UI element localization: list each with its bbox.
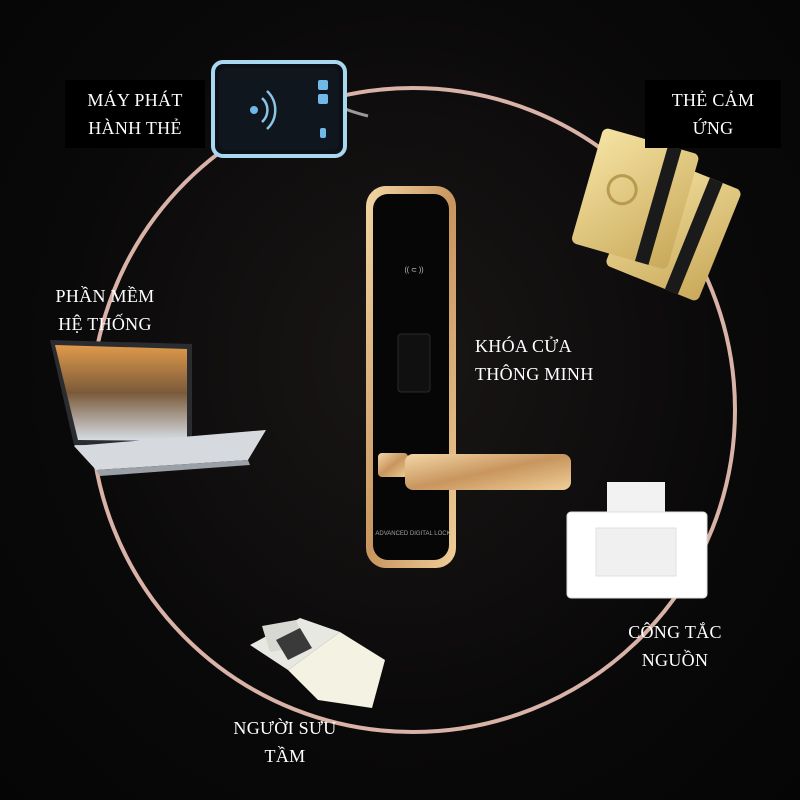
smart-door-lock-icon: (( ⊂ )) ADVANCED DIGITAL LOCK bbox=[366, 186, 571, 568]
card-encoder-device-icon bbox=[211, 60, 369, 158]
node-label-card-encoder: MÁY PHÁT HÀNH THẺ bbox=[65, 80, 205, 148]
svg-text:(( ⊂ )): (( ⊂ )) bbox=[404, 267, 423, 274]
node-label-data-collector: NGƯỜI SƯU TẦM bbox=[233, 718, 337, 766]
laptop-icon bbox=[50, 340, 266, 476]
data-collector-device-icon bbox=[250, 618, 385, 708]
node-label-system-software: PHẦN MỀM HỆ THỐNG bbox=[55, 286, 155, 334]
center-label-smart-lock: KHÓA CỬA THÔNG MINH bbox=[475, 336, 594, 384]
lock-panel-text: ADVANCED DIGITAL LOCK bbox=[375, 531, 450, 537]
node-label-power-switch: CÔNG TẮC NGUỒN bbox=[628, 622, 722, 670]
rfid-card-icon bbox=[572, 128, 741, 301]
node-label-rfid-card: THẺ CẢM ỨNG bbox=[645, 80, 781, 148]
power-switch-icon bbox=[566, 482, 708, 599]
